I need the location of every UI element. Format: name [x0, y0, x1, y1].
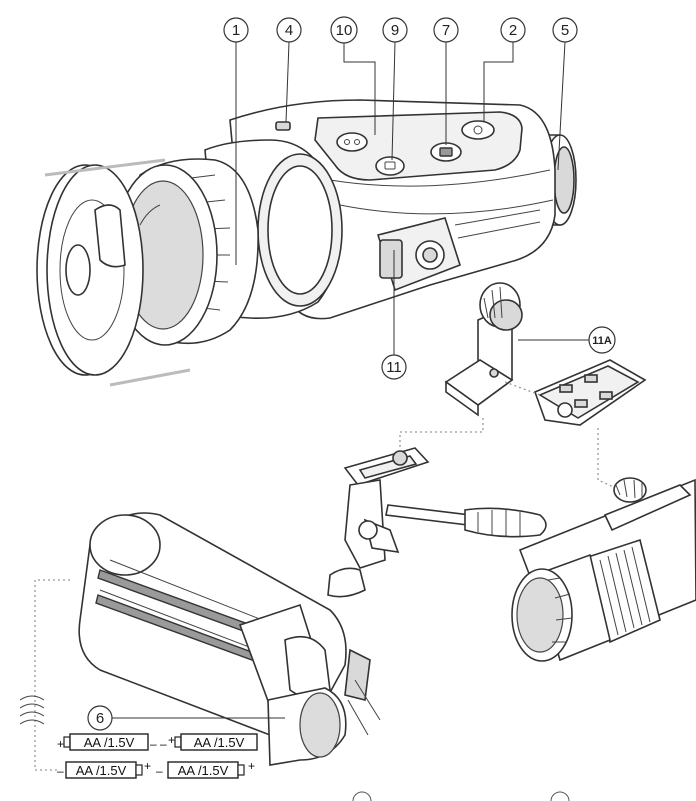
battery-row-bottom: – AA /1.5V + – AA /1.5V +: [57, 759, 255, 779]
battery-1: AA /1.5V: [63, 733, 149, 751]
callout-11a: 11A: [518, 326, 616, 354]
callout-11: 11: [381, 250, 407, 380]
cropped-callout-right: [550, 791, 570, 801]
battery-2: AA /1.5V: [174, 733, 258, 751]
callout-label-2: 2: [509, 22, 517, 39]
callout-6: 6: [87, 705, 285, 731]
button-2: [461, 120, 495, 140]
battery-3: AA /1.5V: [65, 761, 143, 779]
callout-4: 4: [276, 17, 302, 123]
callout-label-11: 11: [386, 359, 402, 376]
battery-4-label: AA /1.5V: [178, 763, 229, 778]
guide-bracket-to-plate: [504, 381, 541, 396]
button-7: [430, 142, 462, 162]
callout-5: 5: [552, 17, 578, 171]
monocular-main: [36, 99, 577, 387]
callout-9: 9: [382, 17, 408, 161]
mounted-monocular: [511, 477, 696, 662]
battery-4-plus: +: [248, 759, 255, 773]
callout-label-4: 4: [285, 22, 293, 39]
callout-2: 2: [483, 17, 526, 122]
callout-label-5: 5: [561, 22, 569, 39]
battery-4: AA /1.5V: [167, 761, 245, 779]
battery-1-label: AA /1.5V: [84, 735, 135, 750]
callout-1: 1: [223, 17, 249, 265]
battery-row-top: + AA /1.5V – – + AA /1.5V: [57, 733, 258, 751]
arrow-cap-top: [44, 158, 166, 177]
control-buttons: [336, 120, 495, 176]
tripod-mount: [376, 217, 461, 292]
callout-label-7: 7: [442, 22, 450, 39]
battery-3-plus: +: [144, 759, 151, 773]
battery-tube: [267, 687, 347, 766]
cropped-callout-left: [352, 791, 372, 801]
guide-batteries: [34, 579, 70, 771]
callout-7: 7: [433, 17, 459, 145]
battery-1-minus: –: [150, 737, 157, 751]
battery-3-label: AA /1.5V: [76, 763, 127, 778]
battery-2-minus: –: [160, 737, 167, 751]
clamp: [327, 447, 430, 598]
callout-label-9: 9: [391, 22, 399, 39]
button-10: [336, 132, 368, 152]
callout-label-6: 6: [96, 710, 104, 727]
battery-closeup: [78, 512, 381, 737]
callout-10: 10: [330, 16, 376, 135]
battery-4-minus: –: [156, 764, 163, 778]
mounted-knob: [613, 477, 647, 503]
mounting-plate: [533, 359, 647, 426]
bracket-knob: [479, 282, 523, 331]
battery-3-minus: –: [57, 764, 64, 778]
button-9: [375, 156, 405, 176]
callout-label-11a: 11A: [592, 335, 612, 347]
spring-icon: [19, 695, 45, 725]
objective-ring: [112, 158, 259, 346]
battery-2-plus: +: [168, 733, 175, 747]
battery-1-plus: +: [57, 737, 64, 751]
lens-cap: [36, 164, 144, 376]
arrow-cap-bottom: [109, 368, 191, 387]
callout-label-1: 1: [232, 22, 240, 39]
guide-bracket-to-clamp: [399, 418, 484, 450]
battery-2-label: AA /1.5V: [194, 735, 245, 750]
tripod-bracket: [444, 282, 523, 417]
screwdriver: [385, 504, 547, 538]
callout-label-10: 10: [336, 22, 353, 39]
guide-plate-to-scope: [597, 428, 621, 491]
